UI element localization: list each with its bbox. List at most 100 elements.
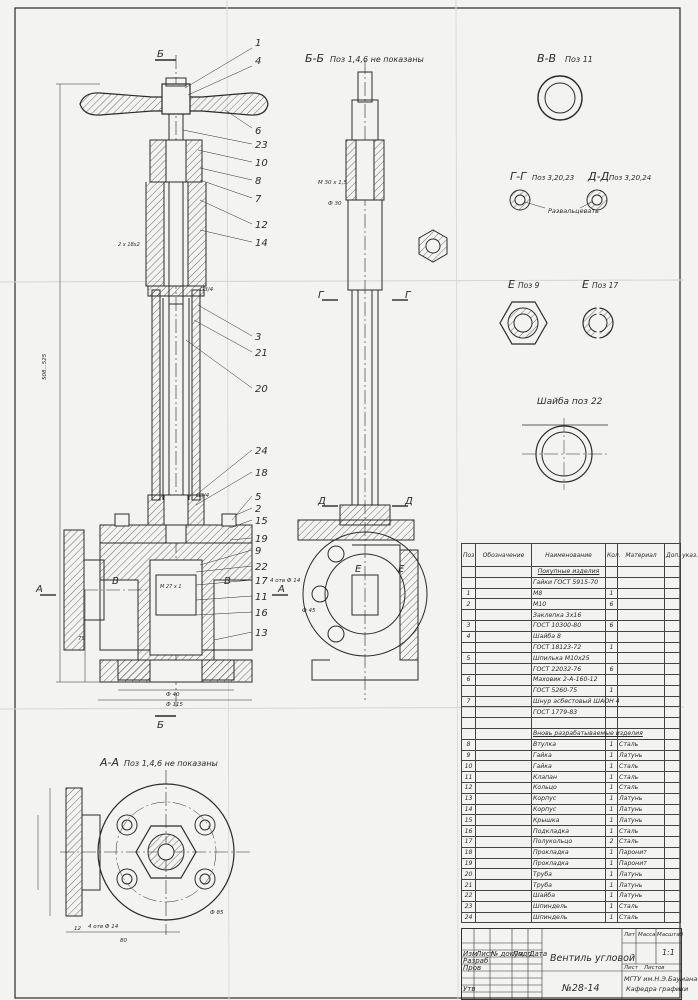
spec-cell-o <box>475 889 532 902</box>
spec-cell-note <box>664 738 681 751</box>
spec-cell-k <box>605 673 618 686</box>
callout: 12 <box>255 220 268 231</box>
spec-cell-p: 23 <box>461 900 476 913</box>
dim: 2 x 18x2 <box>118 242 140 248</box>
marker-g-left: Г <box>318 290 325 301</box>
spec-cell-k: 1 <box>605 900 618 913</box>
dim: G3/4 <box>196 493 210 499</box>
spec-cell-note <box>664 857 681 870</box>
dim: M 27 x 1 <box>160 584 182 590</box>
drawing-code: №28-14 <box>562 983 600 994</box>
spec-cell-p: 24 <box>461 911 476 924</box>
spec-cell-m <box>617 684 665 697</box>
spec-cell-note <box>664 609 681 621</box>
spec-cell-k: 6 <box>605 663 618 675</box>
spec-cell-n: Гайка <box>531 760 606 773</box>
marker-b-top: Б <box>157 49 164 60</box>
callout: 18 <box>255 468 268 479</box>
callout: 14 <box>255 238 268 249</box>
spec-cell-o <box>475 803 532 816</box>
spec-cell-o <box>475 652 532 665</box>
spec-cell-k: 1 <box>605 781 618 794</box>
spec-cell-m: Сталь <box>617 760 665 773</box>
spec-cell-k: 1 <box>605 911 618 924</box>
spec-cell-k: 1 <box>605 814 618 827</box>
spec-row: Гайки ГОСТ 5915-70 <box>461 576 681 589</box>
spec-cell-p: 20 <box>461 868 476 881</box>
spec-cell-k: 1 <box>605 825 618 837</box>
spec-cell-p: 6 <box>461 673 476 686</box>
spec-cell-n: Клапан <box>531 771 606 783</box>
spec-cell-m <box>617 609 665 621</box>
callout: 2 <box>255 504 261 515</box>
spec-cell-o <box>475 663 532 675</box>
spec-cell-o <box>475 846 532 859</box>
view-label-gg: Г-Г <box>510 170 527 183</box>
spec-cell-k <box>605 630 618 643</box>
spec-cell-note <box>664 911 681 924</box>
spec-cell-p: 9 <box>461 749 476 762</box>
view-label-shaiba: Шайба поз 22 <box>537 397 603 407</box>
spec-cell-n: ГОСТ 18123-72 <box>531 641 606 654</box>
spec-cell-note <box>664 619 681 632</box>
tb-utv: Утв <box>463 985 476 993</box>
spec-cell-o <box>475 609 532 621</box>
spec-cell-n: Труба <box>531 868 606 881</box>
tb-lit: Лит <box>624 932 635 938</box>
spec-cell-o <box>475 814 532 827</box>
spec-cell-o <box>475 738 532 751</box>
spec-cell-k: 1 <box>605 771 618 783</box>
view-label-e2: Е <box>582 278 589 291</box>
spec-cell-p <box>461 684 476 697</box>
callout: 15 <box>255 516 268 527</box>
spec-cell-n: ГОСТ 22032-76 <box>531 663 606 675</box>
washer-22 <box>522 418 608 490</box>
spec-cell-o <box>475 598 532 611</box>
spec-cell-note <box>664 663 681 675</box>
spec-cell-note <box>664 868 681 881</box>
view-label-vv: В-В <box>537 52 556 65</box>
spec-cell-p: 1 <box>461 587 476 600</box>
spec-cell-o <box>475 695 532 708</box>
spec-cell-note <box>664 803 681 816</box>
callout: 4 <box>255 56 261 67</box>
view-pos-dd: Поз 3,20,24 <box>609 174 651 182</box>
view-pos-gg: Поз 3,20,23 <box>532 174 574 182</box>
spec-cell-o <box>475 835 532 848</box>
tb-scale: 1:1 <box>662 948 675 957</box>
spec-cell-n: Полукольцо <box>531 835 606 848</box>
callout: 13 <box>255 628 268 639</box>
spec-cell-n: Гайки ГОСТ 5915-70 <box>531 576 606 589</box>
callout: 22 <box>255 562 268 573</box>
spec-cell-k: 2 <box>605 835 618 848</box>
spec-cell-p: 16 <box>461 825 476 837</box>
dim: 4 отв Ф 14 <box>88 924 119 930</box>
marker-v-left: В <box>112 576 119 587</box>
spec-cell-k: 1 <box>605 857 618 870</box>
spec-cell-p: 10 <box>461 760 476 773</box>
tb-prov: Пров <box>463 964 482 972</box>
view-label-e1: Е <box>508 278 515 291</box>
spec-cell-m <box>617 663 665 675</box>
spec-cell-n: ГОСТ 1779-83 <box>531 706 606 719</box>
spec-cell-n: Маховик 2-А-160-12 <box>531 673 606 686</box>
marker-a-right: А <box>277 584 285 595</box>
spec-section-title: Вновь разрабатываемые изделия <box>531 727 643 740</box>
tb-list-col: Лист <box>476 950 494 958</box>
spec-cell-k <box>605 706 618 719</box>
spec-cell-n: Гайка <box>531 749 606 762</box>
marker-b-bottom: Б <box>157 720 164 731</box>
dim: Ф 115 <box>166 702 183 708</box>
spec-cell-p: 14 <box>461 803 476 816</box>
marker-e-right: Е <box>398 564 405 575</box>
